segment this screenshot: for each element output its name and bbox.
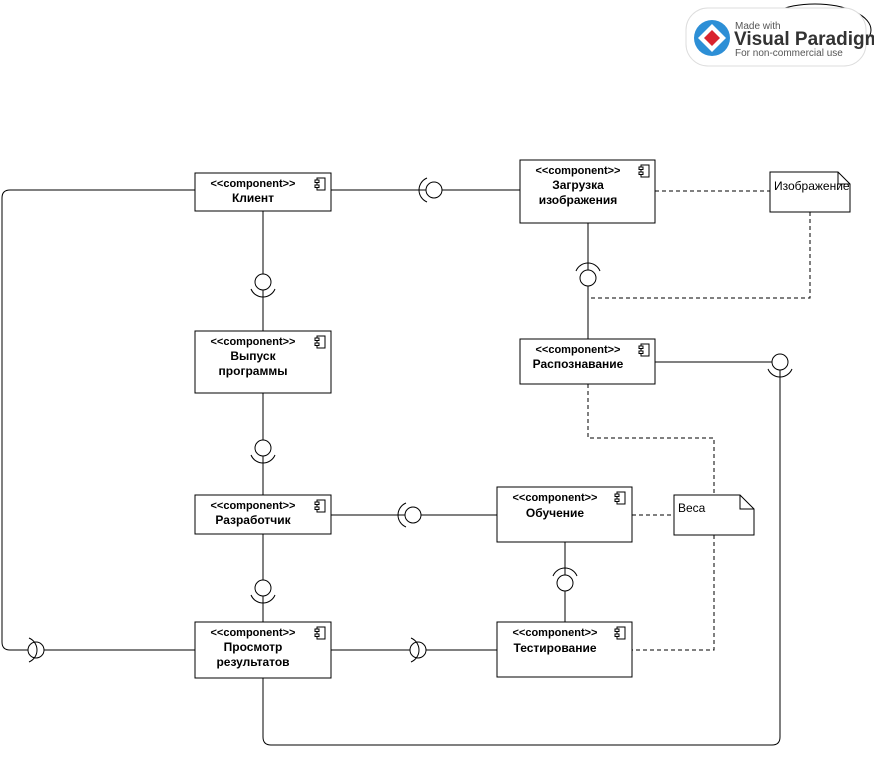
interface-ball [556, 574, 574, 592]
watermark-line3: For non-commercial use [735, 48, 843, 59]
component-stereotype: <<component>> [513, 627, 598, 639]
component-icon [638, 164, 650, 178]
interface-ball [254, 579, 272, 597]
component-name: Тестирование [513, 641, 596, 655]
interface-ball [771, 353, 789, 371]
dependencies [587, 190, 811, 651]
component-developer[interactable]: <<component>> Разработчик [194, 494, 332, 535]
component-icon [314, 499, 326, 513]
component-icon [314, 626, 326, 640]
interface-ball [579, 269, 597, 287]
interface-socket [410, 637, 420, 663]
interface-ball [409, 641, 427, 659]
dependency-weights-testing [632, 535, 715, 651]
component-client[interactable]: <<component>> Клиент [194, 172, 332, 212]
note-weights[interactable]: Веса [673, 494, 755, 536]
component-name-line1: Просмотр [224, 640, 283, 654]
component-icon [314, 335, 326, 349]
component-name-line2: программы [219, 364, 288, 378]
component-icon [614, 491, 626, 505]
interface-ball [425, 181, 443, 199]
component-icon [638, 343, 650, 357]
component-name-line2: результатов [216, 655, 289, 669]
interface-socket [397, 502, 407, 528]
component-name-line1: Загрузка [552, 178, 604, 192]
interface-socket [575, 262, 601, 272]
interface-socket [28, 637, 38, 663]
dependency-recognition-weights [587, 384, 715, 495]
component-name: Клиент [232, 191, 274, 205]
component-recognition[interactable]: <<component>> Распознавание [519, 338, 656, 385]
interface-ball [404, 506, 422, 524]
component-stereotype: <<component>> [536, 344, 621, 356]
component-name-line2: изображения [539, 193, 617, 207]
component-stereotype: <<component>> [211, 178, 296, 190]
interface-ball [254, 439, 272, 457]
interface-ball [254, 273, 272, 291]
component-results-view[interactable]: <<component>> Просмотр результатов [194, 621, 332, 679]
interface-socket [250, 288, 276, 298]
component-stereotype: <<component>> [513, 492, 598, 504]
watermark-line1: Made with [735, 21, 781, 32]
component-stereotype: <<component>> [536, 165, 621, 177]
interface-socket [418, 177, 428, 203]
note-label: Изображение [774, 179, 850, 193]
component-name: Обучение [526, 506, 585, 520]
note-image[interactable]: Изображение [769, 171, 851, 213]
component-name-line1: Выпуск [230, 349, 276, 363]
component-stereotype: <<component>> [211, 500, 296, 512]
component-testing[interactable]: <<component>> Тестирование [496, 621, 633, 678]
component-stereotype: <<component>> [211, 336, 296, 348]
interface-socket [552, 567, 578, 577]
connector-client-results [1, 189, 195, 651]
interface-symbols [27, 177, 793, 663]
watermark: са Made with Visual Paradigm For non-com… [685, 3, 874, 67]
component-icon [614, 626, 626, 640]
interface-socket [767, 368, 793, 378]
interface-socket [250, 594, 276, 604]
watermark-line2: Visual Paradigm [734, 29, 874, 50]
component-stereotype: <<component>> [211, 627, 296, 639]
interface-socket [250, 454, 276, 464]
connectors [1, 189, 781, 746]
interface-ball [27, 641, 45, 659]
component-name: Разработчик [215, 513, 291, 527]
note-label: Веса [678, 501, 706, 515]
visual-paradigm-logo-icon [694, 20, 730, 56]
component-training[interactable]: <<component>> Обучение [496, 486, 633, 543]
dependency-image-recognition [588, 212, 811, 299]
component-icon [314, 177, 326, 191]
component-name: Распознавание [533, 357, 624, 371]
component-release[interactable]: <<component>> Выпуск программы [194, 330, 332, 394]
component-image-upload[interactable]: <<component>> Загрузка изображения [519, 159, 656, 224]
